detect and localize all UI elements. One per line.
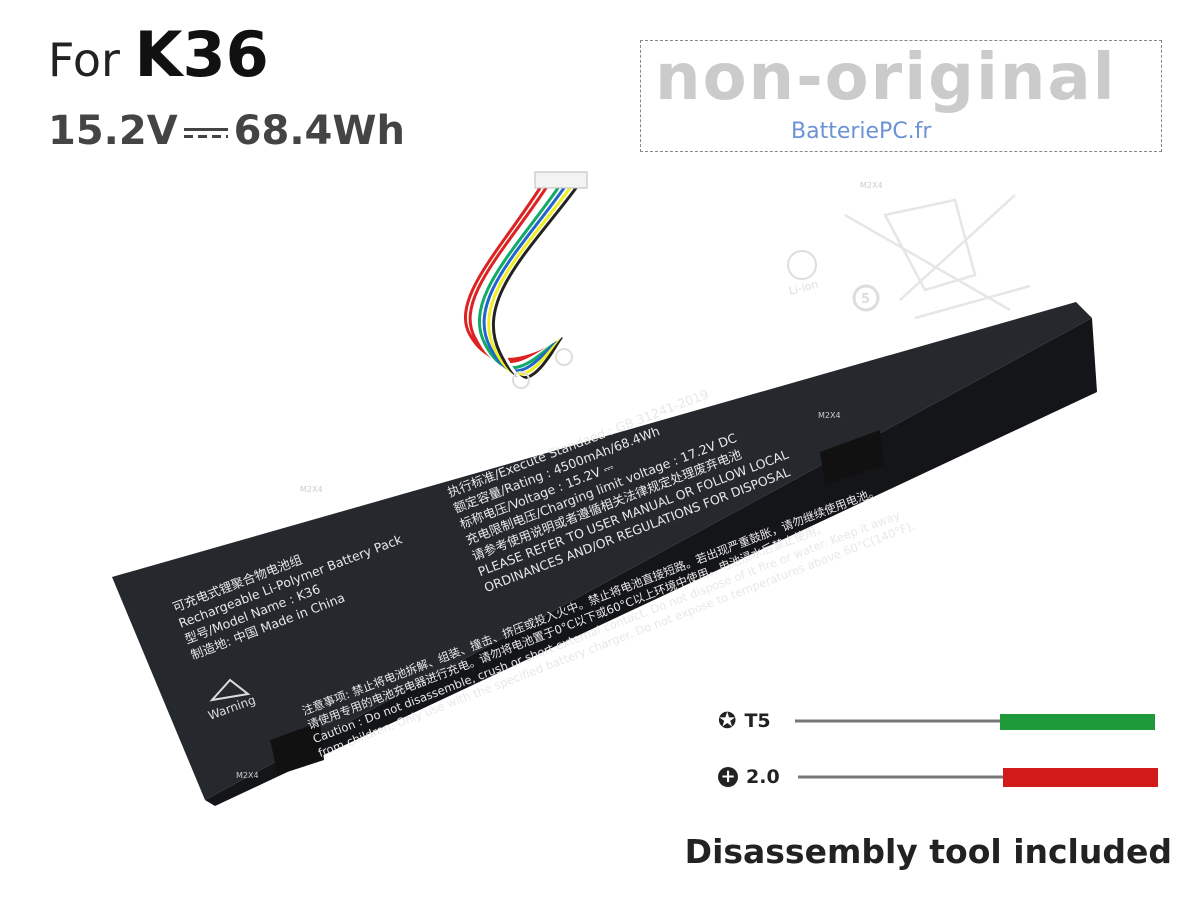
negative-terminal-icon bbox=[555, 348, 573, 366]
wire bbox=[482, 187, 566, 373]
recycle-number: 5 bbox=[861, 292, 870, 307]
tool-phillips: + 2.0 bbox=[718, 762, 1158, 792]
weee-bin-icon bbox=[844, 194, 1031, 320]
screw-mark: M2X4 bbox=[860, 181, 883, 190]
wire bbox=[473, 187, 554, 367]
wire bbox=[487, 187, 572, 376]
screw-mark: M2X4 bbox=[236, 771, 259, 780]
spec-line: 15.2V 68.4Wh bbox=[48, 108, 405, 154]
tool-t5: ✪ T5 bbox=[718, 706, 1155, 736]
mount-tab bbox=[820, 430, 884, 485]
recycle-icon bbox=[787, 250, 817, 280]
torx-screwdriver bbox=[794, 714, 1155, 730]
watermark-sub: BatteriePC.fr bbox=[791, 119, 932, 144]
wire bbox=[496, 187, 584, 383]
connector-wires bbox=[463, 187, 584, 383]
torx-icon: ✪ bbox=[718, 708, 737, 734]
watermark-main: non-original bbox=[655, 41, 1117, 115]
recycle-5-icon bbox=[852, 284, 880, 312]
wire bbox=[468, 187, 549, 364]
wire bbox=[463, 187, 546, 361]
mount-tab bbox=[270, 722, 324, 775]
wire bbox=[492, 187, 578, 380]
footer-caption: Disassembly tool included bbox=[684, 832, 1172, 871]
positive-terminal-icon bbox=[512, 371, 530, 389]
model-name: K36 bbox=[134, 18, 269, 91]
screw-mark: M2X4 bbox=[818, 411, 841, 420]
title-prefix: For bbox=[48, 33, 120, 87]
battery-body bbox=[112, 302, 1092, 800]
watermark: non-original BatteriePC.fr bbox=[640, 40, 1162, 152]
voltage: 15.2V bbox=[48, 108, 178, 154]
tool-label: T5 bbox=[744, 710, 771, 732]
wire bbox=[478, 187, 560, 369]
product-title: For K36 bbox=[48, 18, 269, 91]
li-ion-text: Li-ion bbox=[787, 278, 819, 298]
connector-plug bbox=[534, 171, 588, 189]
tool-label: 2.0 bbox=[746, 766, 780, 788]
warning-triangle-icon bbox=[209, 678, 251, 702]
phillips-screwdriver bbox=[797, 768, 1158, 787]
capacity: 68.4Wh bbox=[233, 108, 405, 154]
phillips-icon: + bbox=[718, 767, 738, 787]
screw-mark: M2X4 bbox=[300, 485, 323, 494]
dc-voltage-icon bbox=[183, 124, 228, 142]
